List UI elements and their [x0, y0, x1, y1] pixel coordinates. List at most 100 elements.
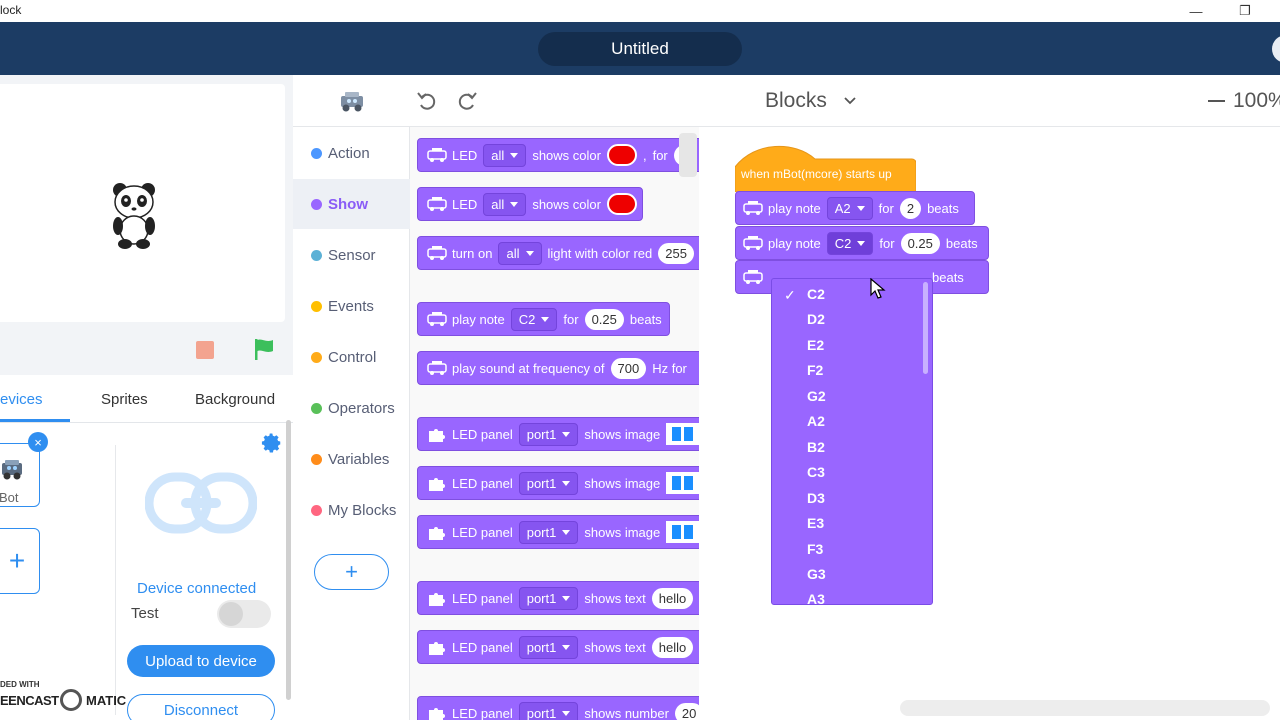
test-mode-toggle[interactable]: [217, 600, 271, 628]
panda-sprite[interactable]: [108, 180, 160, 250]
port-select[interactable]: port1: [518, 635, 579, 659]
beats-input[interactable]: 0.25: [900, 232, 940, 254]
add-extension-button[interactable]: +: [314, 554, 389, 590]
palette-block-led-panel-image[interactable]: LED panel port1 shows image: [417, 417, 699, 451]
image-editor-field[interactable]: [666, 472, 699, 494]
palette-block-turn-on-light[interactable]: turn on all light with color red 255: [417, 236, 699, 270]
port-select[interactable]: port1: [518, 520, 579, 544]
note-option-a3[interactable]: A3: [807, 591, 825, 605]
port-select[interactable]: port1: [518, 422, 579, 446]
disconnect-button[interactable]: Disconnect: [127, 694, 275, 720]
note-select[interactable]: A2: [826, 196, 873, 220]
stop-button[interactable]: [196, 341, 214, 359]
note-option-c2[interactable]: C2: [807, 286, 825, 302]
watermark-logo-icon: [60, 689, 82, 711]
text-input[interactable]: hello: [651, 636, 694, 658]
color-picker[interactable]: [606, 193, 637, 215]
palette-block-led-panel-image[interactable]: LED panel port1 shows image: [417, 466, 699, 500]
palette-block-led-panel-number[interactable]: LED panel port1 shows number 20: [417, 696, 699, 720]
image-editor-field[interactable]: [666, 521, 699, 543]
image-editor-field[interactable]: [666, 423, 699, 445]
hat-block-shape[interactable]: [735, 145, 916, 192]
palette-block-led-color-for[interactable]: LED all shows color , for 1: [417, 138, 699, 172]
led-select[interactable]: all: [498, 241, 542, 265]
add-device-button[interactable]: +: [0, 528, 40, 594]
note-option-a2[interactable]: A2: [807, 413, 825, 429]
device-connected-status: Device connected: [137, 580, 257, 597]
device-robot-icon[interactable]: [337, 90, 367, 112]
port-select[interactable]: port1: [518, 471, 579, 495]
frequency-input[interactable]: 700: [610, 357, 647, 379]
upload-to-device-button[interactable]: Upload to device: [127, 645, 275, 677]
block-text: play note: [768, 235, 821, 251]
left-panel-scrollbar[interactable]: [286, 420, 291, 700]
category-variables[interactable]: Variables: [293, 434, 410, 484]
note-select[interactable]: C2: [510, 307, 558, 331]
beats-input[interactable]: 0.25: [584, 308, 624, 330]
note-option-d3[interactable]: D3: [807, 490, 825, 506]
note-option-e3[interactable]: E3: [807, 515, 825, 531]
color-picker[interactable]: [606, 144, 637, 166]
tab-devices[interactable]: evices: [0, 391, 43, 408]
beats-input[interactable]: 2: [899, 197, 922, 219]
palette-block-play-note[interactable]: play note C2 for 0.25 beats: [417, 302, 670, 336]
note-option-c3[interactable]: C3: [807, 464, 825, 480]
watermark-line2: EENCAST: [0, 693, 59, 708]
led-select[interactable]: all: [483, 143, 527, 167]
block-text: beats: [629, 311, 662, 327]
category-events[interactable]: Events: [293, 281, 410, 331]
minimize-button[interactable]: —: [1189, 3, 1203, 19]
remove-device-button[interactable]: ×: [28, 432, 48, 452]
palette-block-led-panel-text[interactable]: LED panel port1 shows text hello: [417, 630, 699, 664]
block-text: LED panel: [452, 426, 513, 442]
category-my-blocks[interactable]: My Blocks: [293, 485, 410, 535]
user-avatar[interactable]: [1272, 35, 1280, 63]
category-dot: [311, 198, 322, 210]
red-value-input[interactable]: 255: [658, 242, 694, 264]
note-option-g3[interactable]: G3: [807, 566, 826, 582]
editor-mode-select[interactable]: Blocks: [765, 89, 827, 112]
port-select[interactable]: port1: [518, 701, 579, 720]
note-dropdown-menu[interactable]: ✓ C2 D2 E2 F2 G2 A2 B2 C3 D3 E3 F3 G3 A3: [771, 278, 933, 605]
gear-icon[interactable]: [261, 432, 283, 454]
device-card-mbot[interactable]: Bot: [0, 443, 40, 507]
category-operators[interactable]: Operators: [293, 383, 410, 433]
tab-background[interactable]: Background: [195, 391, 276, 408]
number-input[interactable]: 20: [674, 702, 699, 720]
category-action[interactable]: Action: [293, 128, 410, 178]
led-select[interactable]: all: [483, 192, 527, 216]
port-select[interactable]: port1: [518, 586, 579, 610]
block-text: shows number: [584, 705, 669, 720]
block-text: shows image: [584, 524, 661, 540]
redo-icon[interactable]: [456, 90, 478, 112]
stage-canvas[interactable]: [0, 84, 285, 322]
tab-sprites[interactable]: Sprites: [101, 391, 148, 408]
watermark: DED WITH EENCAST MATIC: [0, 676, 130, 720]
palette-block-led-color[interactable]: LED all shows color: [417, 187, 643, 221]
restore-button[interactable]: ❐: [1239, 3, 1251, 18]
note-select-active[interactable]: C2: [826, 231, 874, 255]
undo-icon[interactable]: [416, 90, 438, 112]
palette-block-led-panel-image[interactable]: LED panel port1 shows image: [417, 515, 699, 549]
green-flag-icon[interactable]: [252, 337, 276, 361]
workspace-horizontal-scrollbar[interactable]: [900, 700, 1270, 716]
category-control[interactable]: Control: [293, 332, 410, 382]
note-option-d2[interactable]: D2: [807, 311, 825, 327]
note-option-e2[interactable]: E2: [807, 337, 825, 353]
palette-scrollbar[interactable]: [679, 133, 697, 177]
palette-block-led-panel-text[interactable]: LED panel port1 shows text hello: [417, 581, 699, 615]
note-option-f2[interactable]: F2: [807, 362, 824, 378]
chevron-down-icon[interactable]: [844, 97, 856, 105]
category-sensor[interactable]: Sensor: [293, 230, 410, 280]
note-option-f3[interactable]: F3: [807, 541, 824, 557]
dropdown-scrollbar[interactable]: [923, 282, 928, 374]
note-option-b2[interactable]: B2: [807, 439, 825, 455]
zoom-out-button[interactable]: [1208, 100, 1225, 102]
script-block-play-note-1[interactable]: play note A2 for 2 beats: [735, 191, 975, 225]
category-show[interactable]: Show: [293, 179, 410, 229]
script-block-play-note-2[interactable]: play note C2 for 0.25 beats: [735, 226, 989, 260]
project-title[interactable]: Untitled: [538, 32, 742, 66]
text-input[interactable]: hello: [651, 587, 694, 609]
note-option-g2[interactable]: G2: [807, 388, 826, 404]
palette-block-play-frequency[interactable]: play sound at frequency of 700 Hz for: [417, 351, 699, 385]
